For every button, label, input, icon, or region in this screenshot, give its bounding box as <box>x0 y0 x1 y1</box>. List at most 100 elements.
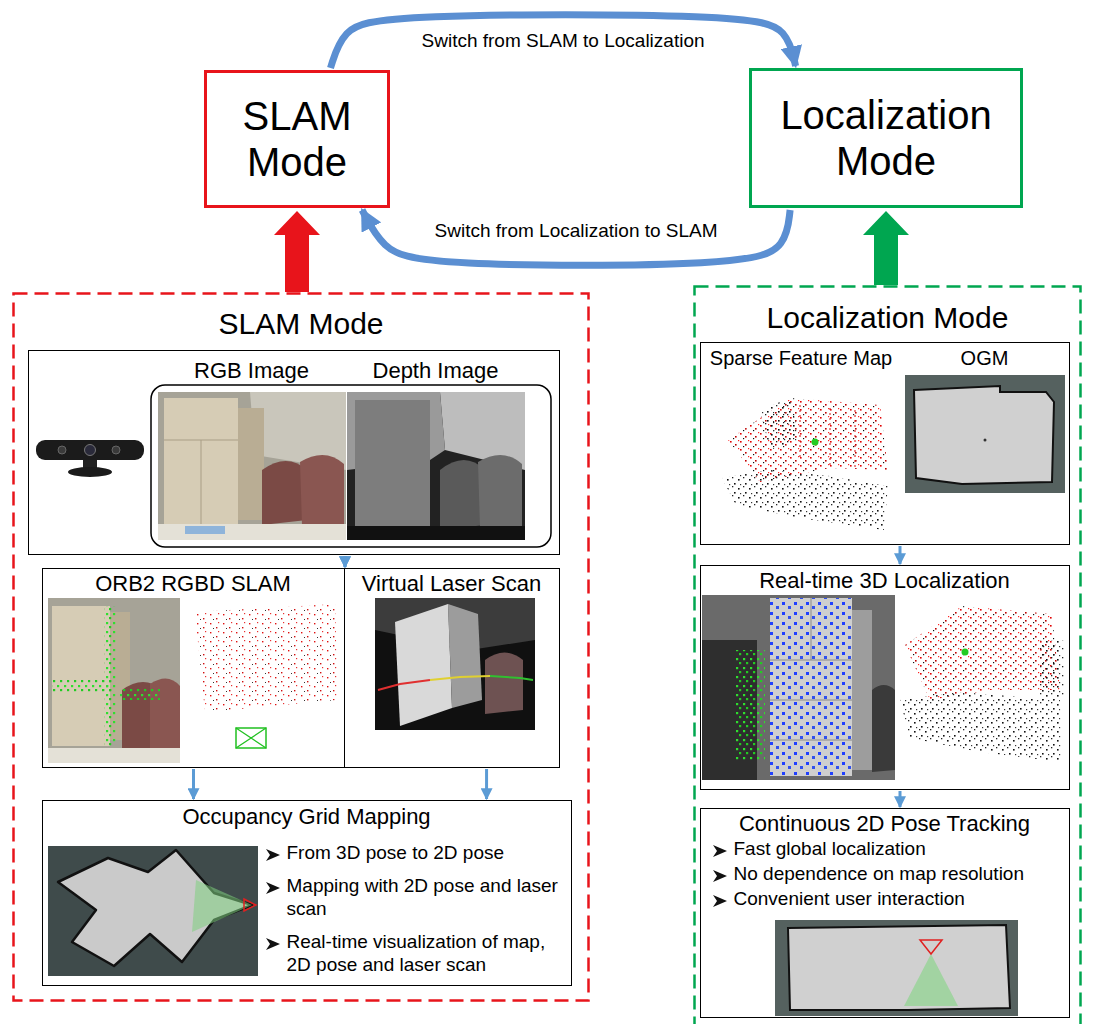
mode-box: SLAM Mode <box>204 70 390 208</box>
process-box: Continuous 2D Pose TrackingFast global l… <box>700 808 1070 1018</box>
depth-image <box>347 392 525 540</box>
input-box: RGB ImageDepth Image <box>28 350 560 555</box>
kinect-sensor <box>85 445 96 456</box>
orb-feature-image <box>48 748 180 763</box>
bullet-arrow <box>265 848 281 862</box>
bullet-text: No dependence on map resolution <box>734 863 1062 886</box>
box-title: Sparse Feature Map <box>703 346 900 370</box>
text-holder: SLAM Mode <box>207 73 387 205</box>
block-arrow <box>274 211 320 292</box>
pose-tracking-map <box>788 925 1010 1010</box>
flow-arrow <box>899 546 902 564</box>
text-holder: ORB2 RGBD SLAM <box>42 571 345 597</box>
ogm-thumbnail <box>914 386 1054 484</box>
rgb-photo <box>164 398 238 526</box>
localization-camera-view <box>702 595 895 780</box>
localization-camera-view <box>735 650 765 760</box>
flow-arrow <box>899 791 902 807</box>
box-title: OGM <box>905 346 1065 370</box>
bullet-arrow <box>713 845 727 857</box>
depth-image <box>347 526 525 540</box>
mode-panel: Sparse Feature MapOGM Real-time 3D Locali… <box>693 285 1082 1024</box>
virtual-laser-scan-image <box>375 598 535 730</box>
mode-box: Localization Mode <box>749 68 1023 208</box>
bullet-arrow <box>713 895 727 907</box>
mode-label: Localization Mode <box>761 92 1011 184</box>
block-arrow <box>863 211 909 285</box>
kinect-sensor <box>36 440 144 477</box>
occupancy-map-view <box>48 846 258 976</box>
orb-feature-image <box>48 598 180 763</box>
text-holder: Localization Mode <box>752 71 1020 205</box>
virtual-laser-scan-image <box>375 598 535 730</box>
mode-panel: RGB ImageDepth ImageORB2 RGBD SLAMVirtua… <box>12 292 590 1002</box>
flow-arrow <box>344 556 347 567</box>
flow-arrow <box>192 769 195 799</box>
orb-feature-image <box>120 688 160 700</box>
sparse-map-view <box>195 604 338 748</box>
depth-image <box>478 455 522 528</box>
orb-feature-image <box>104 606 116 746</box>
ogm-thumbnail <box>905 375 1065 493</box>
pose-tracking-map <box>775 920 1018 1016</box>
panel-outline <box>693 285 1082 1024</box>
box-title: Depth Image <box>347 358 525 384</box>
text-holder: Localization Mode <box>693 300 1082 336</box>
sparse-map-view <box>236 728 266 748</box>
pose-tracking-map <box>920 940 942 954</box>
bullet-item: Convenient user interaction <box>712 888 1062 911</box>
bullet-item: From 3D pose to 2D pose <box>265 842 565 865</box>
localization-camera-view <box>770 598 852 776</box>
occupancy-map-view <box>192 880 252 932</box>
bullet-item: No dependence on map resolution <box>712 863 1062 886</box>
bullet-item: Real-time visualization of map, 2D pose … <box>265 931 565 977</box>
localization-point-cloud <box>905 606 1060 700</box>
kinect-sensor <box>58 446 66 454</box>
image-frame <box>151 385 551 547</box>
localization-point-cloud <box>962 649 969 656</box>
edge-label: Switch from Localization to SLAM <box>431 220 722 243</box>
ogm-thumbnail <box>984 439 987 442</box>
text-holder: Continuous 2D Pose Tracking <box>700 811 1070 837</box>
depth-image <box>355 400 430 528</box>
box-title: RGB Image <box>158 358 346 384</box>
ogm-thumbnail <box>905 375 1065 493</box>
bullet-text: Real-time visualization of map, 2D pose … <box>287 931 565 977</box>
sparse-feature-map-view <box>722 398 888 530</box>
mode-label: SLAM Mode <box>222 93 372 185</box>
kinect-sensor <box>112 446 120 454</box>
sparse-feature-map-view <box>812 439 819 446</box>
text-holder: RGB Image <box>158 358 346 384</box>
virtual-laser-scan-image <box>430 676 490 680</box>
process-box: Virtual Laser Scan <box>344 568 560 768</box>
edge-label: Switch from SLAM to Localization <box>418 30 709 53</box>
bullet-arrow <box>712 894 728 908</box>
orb-feature-image <box>48 598 180 763</box>
localization-camera-view <box>770 598 852 776</box>
process-box: ORB2 RGBD SLAM <box>42 568 345 768</box>
bullet-arrow <box>266 849 280 861</box>
rgb-photo <box>158 392 346 540</box>
image-frame <box>151 385 551 547</box>
rgb-photo <box>185 526 225 534</box>
rgb-photo <box>158 524 346 540</box>
flow-arrow <box>344 556 347 567</box>
sparse-feature-map-view <box>800 405 855 468</box>
rgb-photo <box>238 408 264 520</box>
text-holder: Virtual Laser Scan <box>344 571 560 597</box>
text-holder: Real-time 3D Localization <box>700 568 1070 594</box>
bullet-text: Mapping with 2D pose and laser scan <box>287 875 565 921</box>
text-holder: SLAM Mode <box>12 306 590 342</box>
box-title: Localization Mode <box>693 300 1082 336</box>
localization-point-cloud <box>900 606 1064 762</box>
localization-point-cloud <box>900 692 1062 762</box>
sparse-feature-map-view <box>728 398 888 482</box>
orb-feature-image <box>52 680 112 694</box>
pose-tracking-map <box>775 920 1018 1016</box>
virtual-laser-scan-image <box>490 676 533 680</box>
bullet-arrow <box>712 869 728 883</box>
sparse-map-view <box>195 604 338 712</box>
text-holder: Occupancy Grid Mapping <box>42 804 572 830</box>
localization-camera-view <box>702 595 895 780</box>
